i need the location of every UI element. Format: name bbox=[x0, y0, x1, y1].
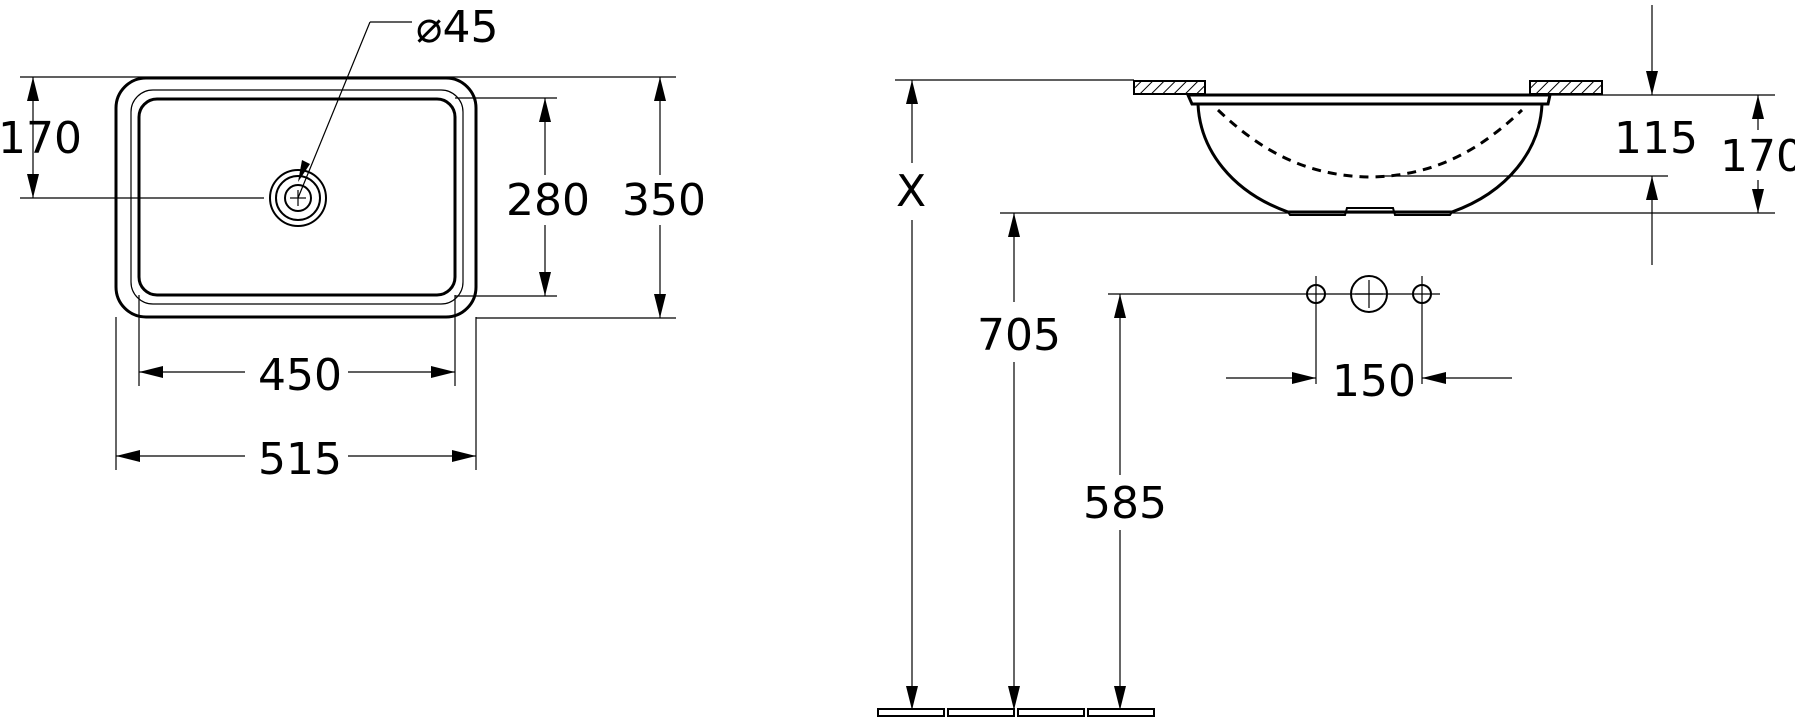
dim-450: 450 bbox=[258, 350, 342, 401]
basin-inner-dashed bbox=[1216, 108, 1524, 179]
dim-515: 515 bbox=[258, 434, 342, 485]
basin-rim bbox=[1185, 93, 1552, 106]
tap-hole-left-icon bbox=[1306, 276, 1326, 384]
countertop-right-hatch bbox=[1529, 80, 1603, 95]
drain-hole-icon bbox=[269, 169, 327, 227]
dim-x: X bbox=[896, 166, 926, 217]
basin-inner-offset bbox=[130, 89, 464, 305]
dim-170-plan: 170 bbox=[0, 113, 82, 164]
hole-leader-line bbox=[297, 21, 371, 199]
dim-115: 115 bbox=[1614, 113, 1698, 164]
plan-view: ⌀45 170 280 350 450 bbox=[0, 2, 706, 485]
countertop-left-hatch bbox=[1133, 80, 1206, 95]
floor-line bbox=[877, 708, 1155, 717]
dim-350: 350 bbox=[622, 175, 706, 226]
dim-585: 585 bbox=[1083, 478, 1167, 529]
dim-705: 705 bbox=[977, 310, 1061, 361]
tap-hole-right-icon bbox=[1412, 276, 1432, 384]
basin-inner-outline bbox=[137, 97, 457, 297]
hole-diameter-label: ⌀45 bbox=[416, 2, 498, 53]
dim-170-section: 170 bbox=[1720, 131, 1795, 182]
dim-150: 150 bbox=[1332, 356, 1416, 407]
basin-bowl-outline bbox=[1196, 103, 1544, 214]
dim-280: 280 bbox=[506, 175, 590, 226]
tap-hole-center-icon bbox=[1350, 275, 1388, 313]
section-view: 115 170 X 705 bbox=[877, 5, 1795, 717]
